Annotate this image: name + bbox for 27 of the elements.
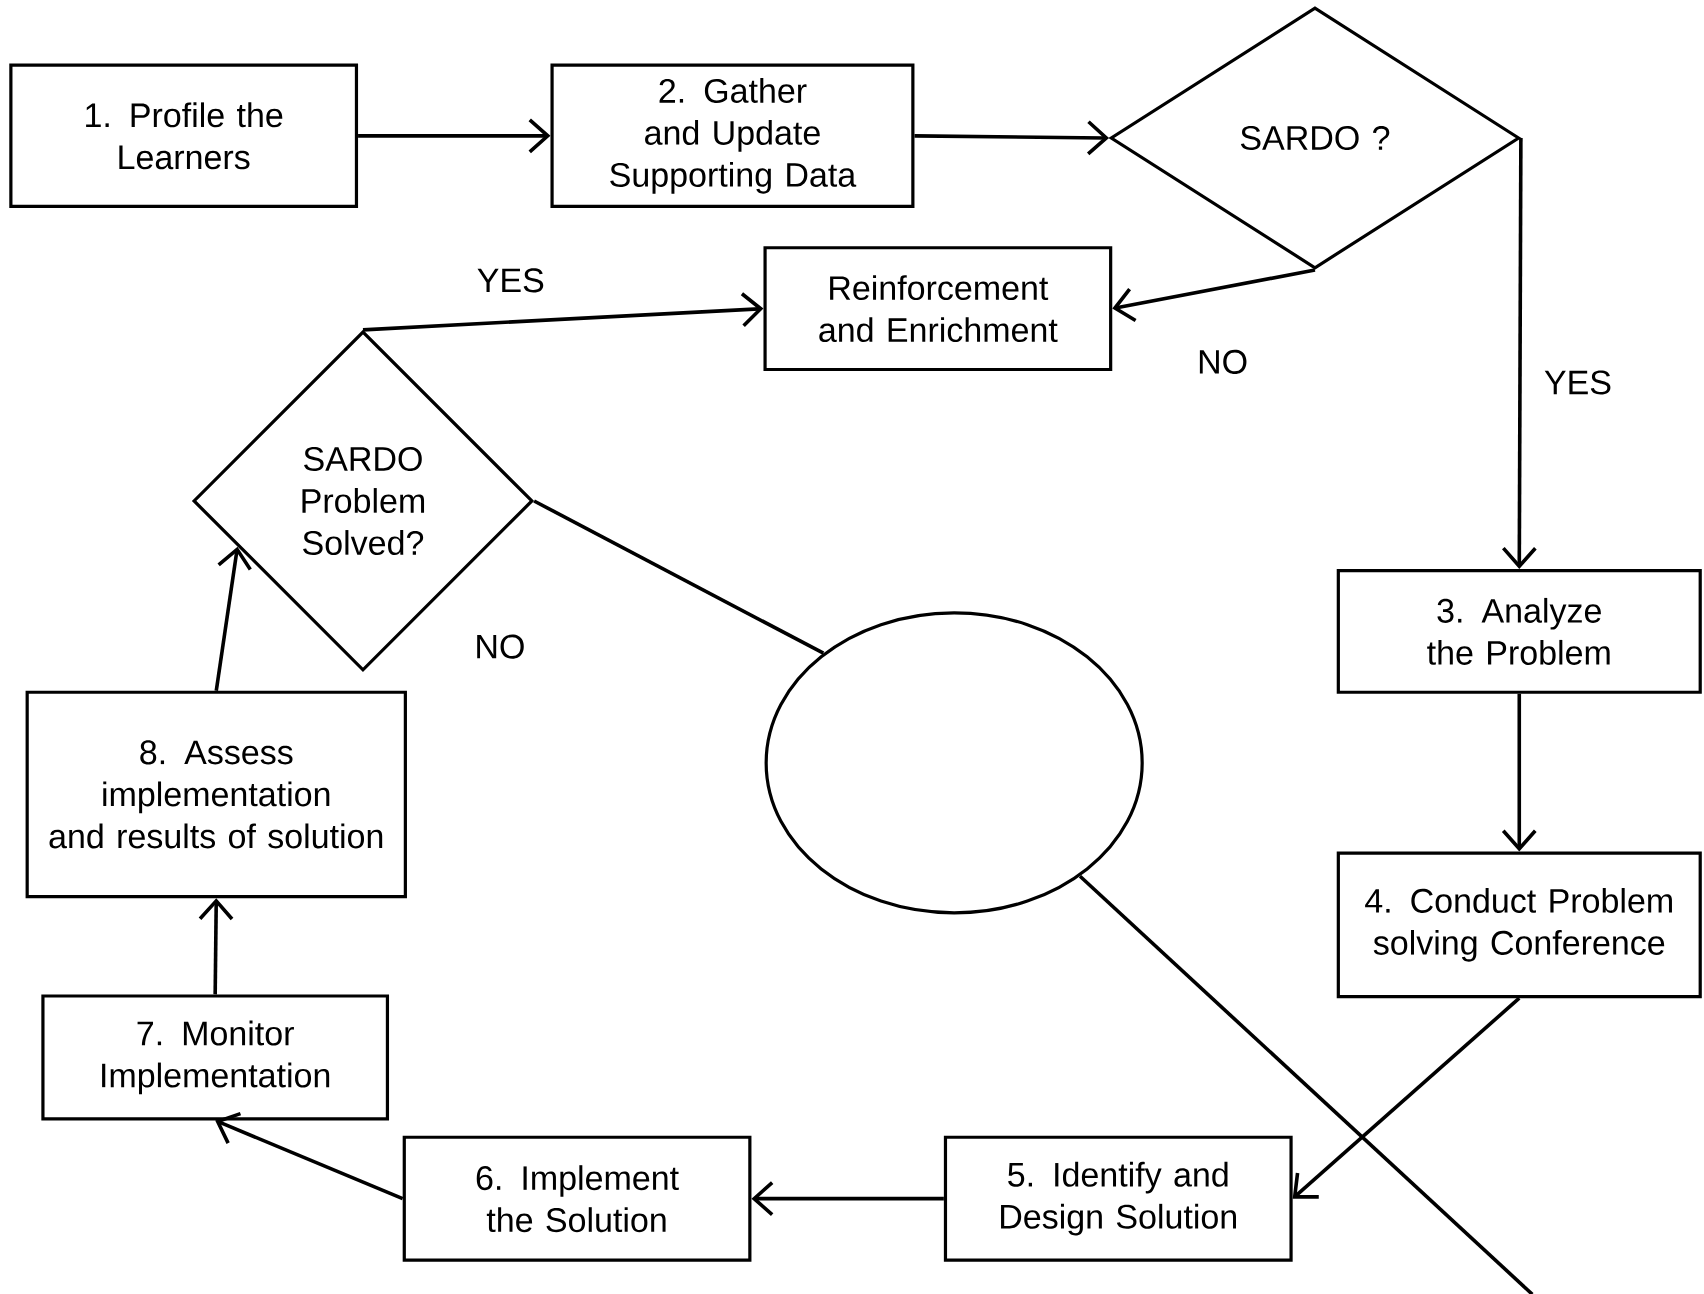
edge-label: NO [472,632,528,661]
process-box: 2. Gather and Update Supporting Data [550,63,915,208]
arrow [215,1111,404,1201]
arrow [198,898,234,995]
arrow [914,120,1110,155]
empty-ellipse [764,611,1144,915]
arrow [358,118,551,154]
process-box: 3. Analyze the Problem [1336,568,1702,694]
connector-line [533,499,825,655]
arrow [214,546,252,691]
process-box: 6. Implement the Solution [402,1135,752,1262]
edge-label: NO [1195,347,1251,376]
edge-label: YES [1541,368,1614,397]
edge-label: YES [474,266,547,295]
process-box: 7. Monitor Implementation [41,994,390,1121]
process-box: 1. Profile the Learners [9,63,359,208]
process-box: 5. Identify and Design Solution [943,1135,1293,1262]
arrow [751,1181,944,1216]
arrow [1501,693,1537,852]
process-box: Reinforcement and Enrichment [763,246,1113,371]
connector-line [1078,874,1534,1294]
process-box: 4. Conduct Problem solving Conference [1336,851,1702,998]
arrow [1292,996,1521,1199]
arrow [1502,137,1537,569]
arrow [362,292,764,332]
process-box: 8. Assess implementation and results of solution [25,690,407,898]
arrow [1112,268,1316,322]
